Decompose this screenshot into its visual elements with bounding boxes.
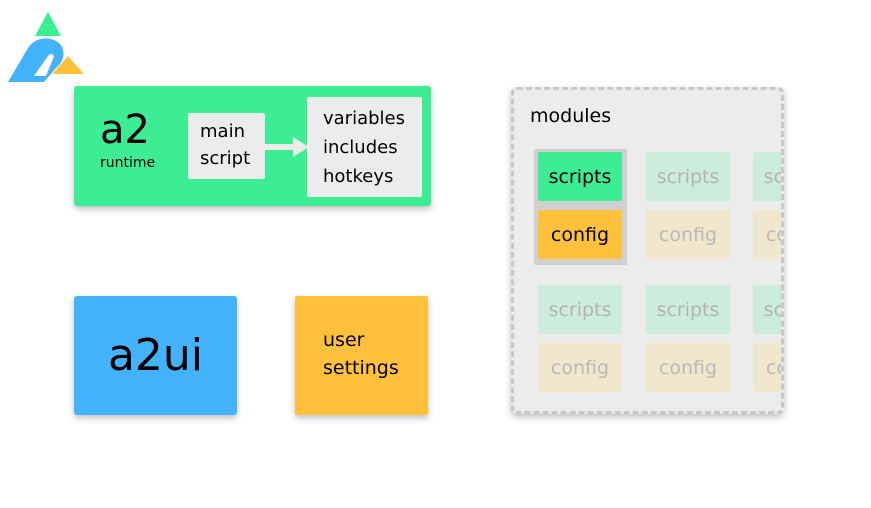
- module-scripts: scripts: [538, 152, 622, 201]
- settings-line: user: [323, 329, 365, 351]
- runtime-subtitle: runtime: [100, 155, 156, 171]
- includes-line: variables: [323, 108, 405, 129]
- user-settings-box: user settings: [295, 296, 428, 415]
- includes-line: includes: [323, 137, 398, 158]
- a2ui-box: a2ui: [74, 296, 237, 415]
- main-script-box: main script: [188, 113, 265, 179]
- module-config: config: [753, 210, 781, 259]
- a2-logo-icon: [8, 12, 84, 82]
- runtime-title: a2: [100, 107, 150, 153]
- module-config: config: [538, 210, 622, 259]
- module-scripts: scripts: [646, 285, 730, 334]
- module-scripts: scripts: [538, 285, 622, 334]
- module-config: config: [646, 210, 730, 259]
- arrow-right-icon: [265, 137, 309, 157]
- modules-grid: scripts config scripts config scripts co…: [514, 90, 781, 411]
- module-scripts: scripts: [646, 152, 730, 201]
- module-config: config: [646, 343, 730, 392]
- module-scripts: scripts: [753, 285, 781, 334]
- modules-title: modules: [530, 105, 612, 127]
- main-script-line: main: [200, 121, 245, 142]
- module-config: config: [538, 343, 622, 392]
- includes-box: variables includes hotkeys: [307, 97, 422, 197]
- module-config: config: [753, 343, 781, 392]
- module-scripts: scripts: [753, 152, 781, 201]
- includes-line: hotkeys: [323, 166, 394, 187]
- a2ui-label: a2ui: [107, 330, 204, 381]
- main-script-line: script: [200, 148, 251, 169]
- settings-line: settings: [323, 357, 399, 379]
